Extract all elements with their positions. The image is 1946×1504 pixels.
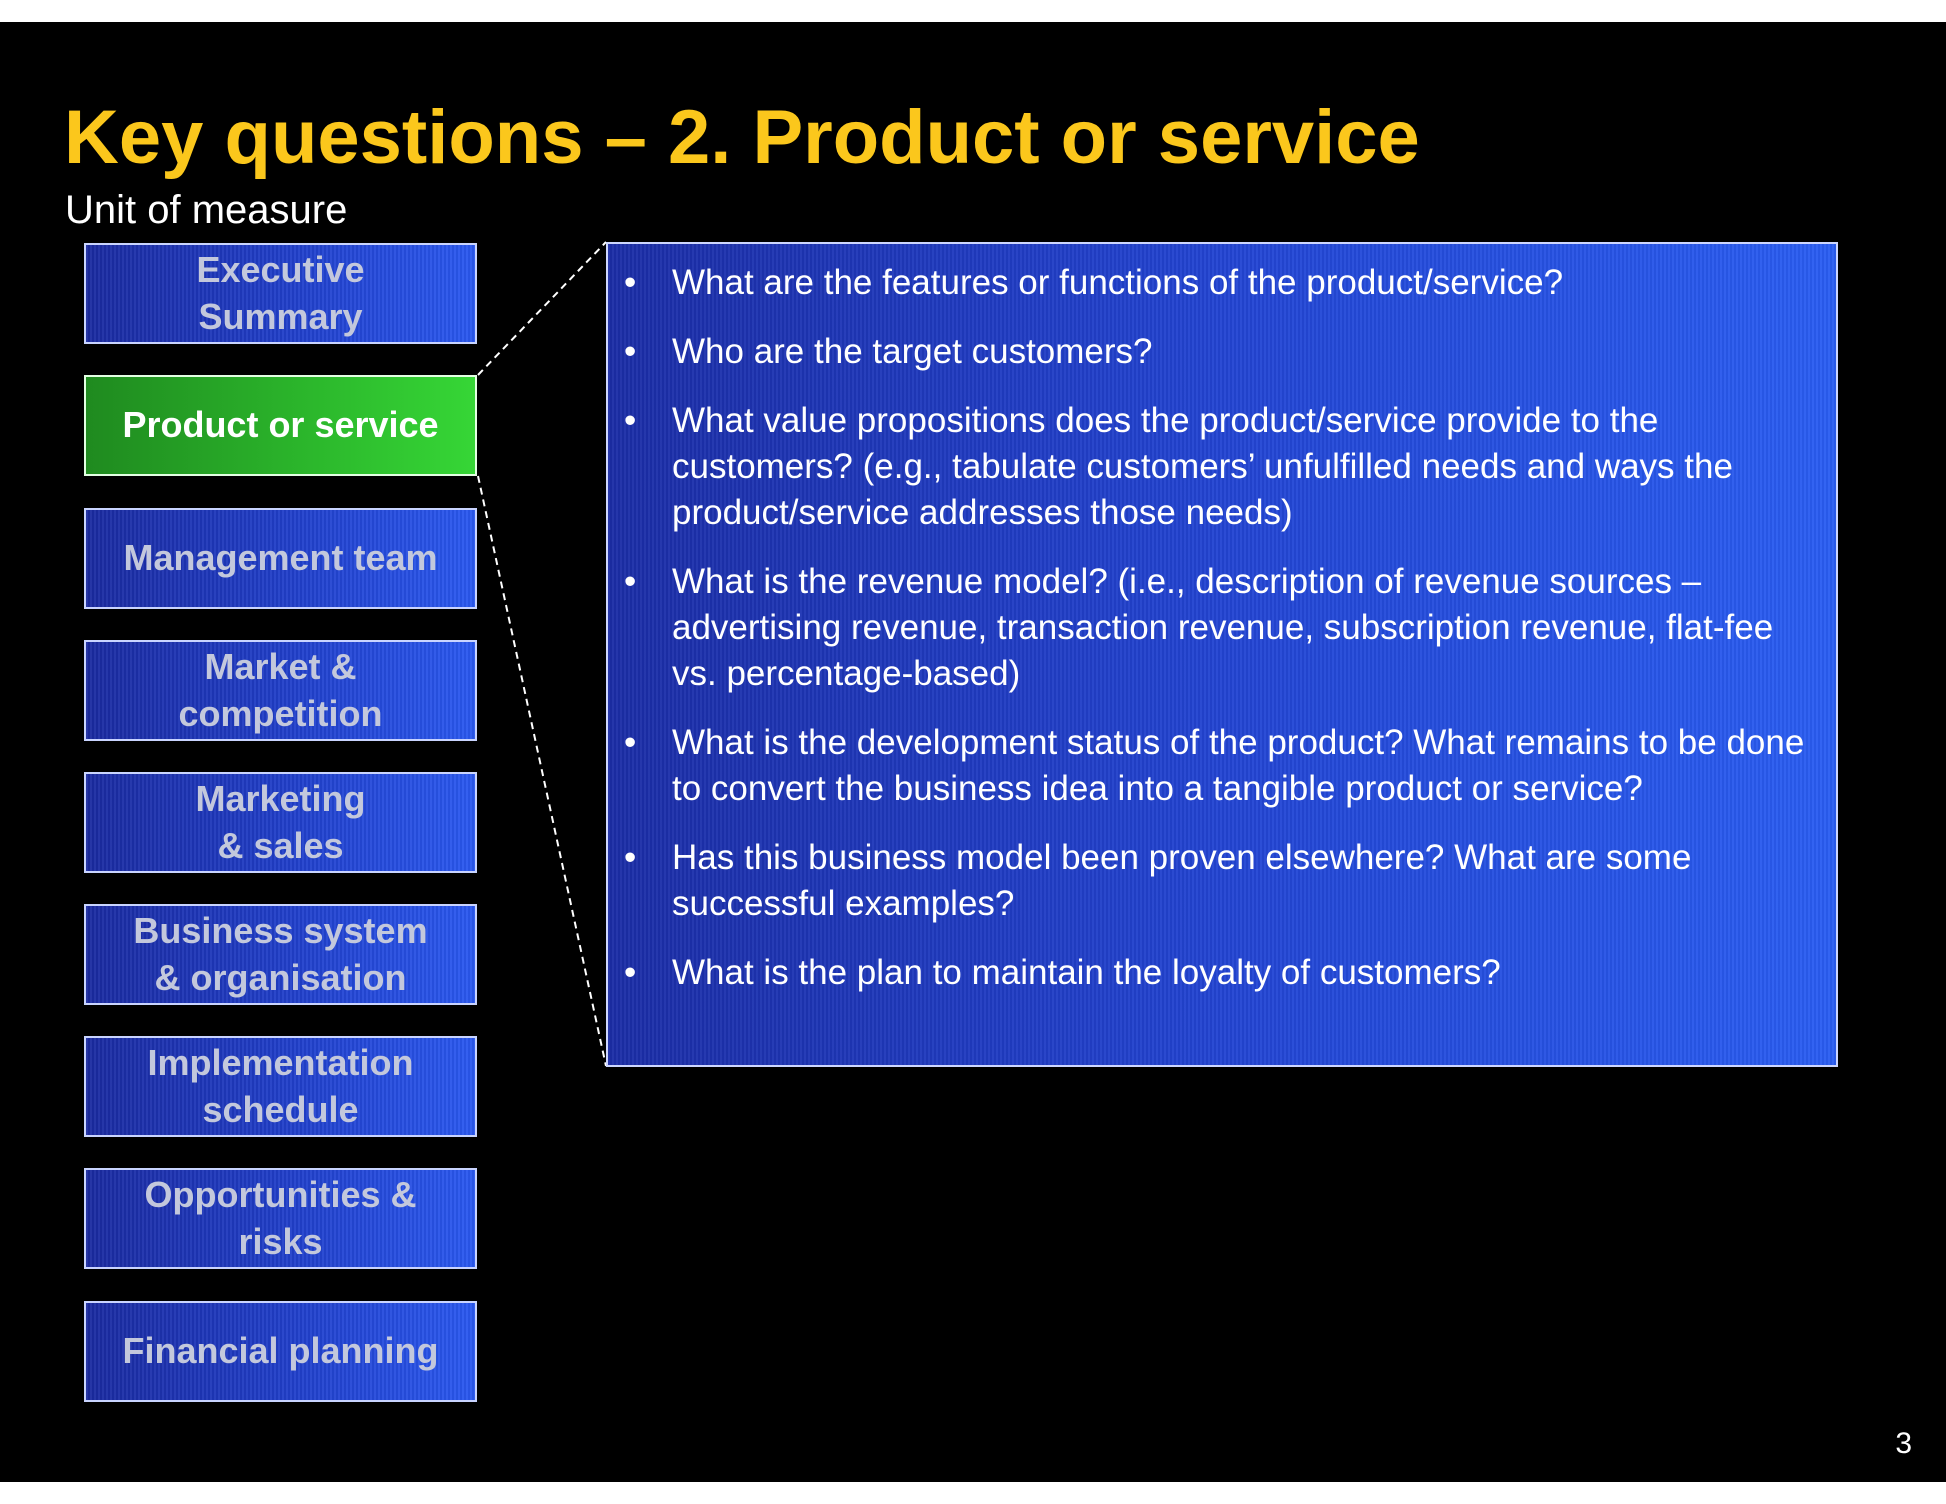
nav-item-label: Implementation schedule [147,1041,414,1130]
questions-list: What are the features or functions of th… [608,260,1816,996]
question-item: What value propositions does the product… [608,398,1816,536]
nav-item-label: Business system & organisation [133,909,428,998]
question-item: What is the revenue model? (i.e., descri… [608,559,1816,697]
question-item: What is the development status of the pr… [608,720,1816,812]
question-item: What is the plan to maintain the loyalty… [608,950,1816,996]
question-item: What are the features or functions of th… [608,260,1816,306]
nav-item-label: Opportunities & risks [144,1173,417,1262]
nav-item-label: Market & competition [178,645,383,734]
nav-item-business-system[interactable]: Business system & organisation [84,904,477,1005]
nav-item-label: Management team [123,537,438,579]
slide: Key questions – 2. Product or service Un… [0,22,1946,1482]
nav-item-opportunities-risks[interactable]: Opportunities & risks [84,1168,477,1269]
nav-item-market-competition[interactable]: Market & competition [84,640,477,741]
nav-item-implementation-schedule[interactable]: Implementation schedule [84,1036,477,1137]
questions-panel: What are the features or functions of th… [606,242,1838,1067]
slide-title: Key questions – 2. Product or service [64,95,1420,180]
question-item: Who are the target customers? [608,329,1816,375]
nav-item-label: Financial planning [122,1330,439,1372]
nav-item-management-team[interactable]: Management team [84,508,477,609]
page-number: 3 [1895,1427,1912,1460]
connector-line-bottom [477,475,607,1067]
nav-item-executive-summary[interactable]: Executive Summary [84,243,477,344]
nav-item-marketing-sales[interactable]: Marketing & sales [84,772,477,873]
nav-item-product-or-service[interactable]: Product or service [84,375,477,476]
connector-line-top [477,241,607,376]
slide-subtitle: Unit of measure [65,188,348,232]
nav-item-label: Marketing & sales [195,777,366,866]
nav-item-financial-planning[interactable]: Financial planning [84,1301,477,1402]
nav-item-label: Product or service [122,404,439,446]
question-item: Has this business model been proven else… [608,835,1816,927]
nav-item-label: Executive Summary [196,248,365,337]
